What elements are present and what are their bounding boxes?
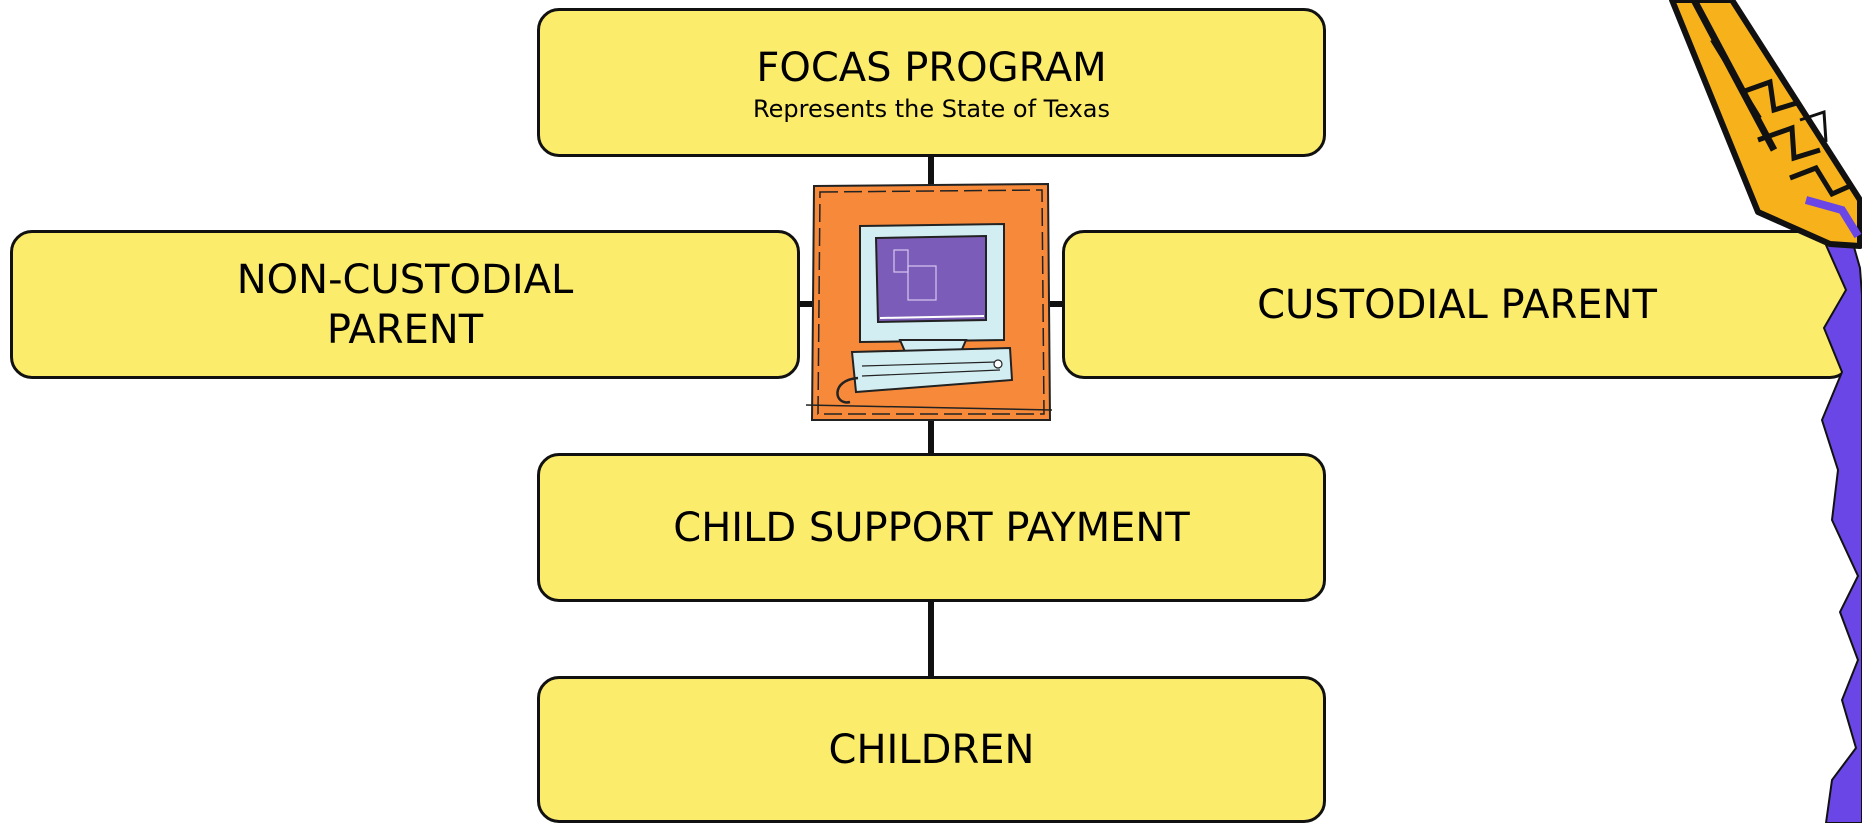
node-focas-program: FOCAS PROGRAM Represents the State of Te… (537, 8, 1326, 157)
computer-clipart-icon (805, 182, 1053, 421)
node-non-custodial-parent: NON-CUSTODIAL PARENT (10, 230, 800, 379)
node-focas-program-sublabel: Represents the State of Texas (753, 94, 1110, 123)
node-custodial-parent: CUSTODIAL PARENT (1062, 230, 1852, 379)
node-focas-program-label: FOCAS PROGRAM (756, 44, 1107, 91)
node-children-label: CHILDREN (828, 726, 1035, 773)
node-child-support-payment-label: CHILD SUPPORT PAYMENT (673, 504, 1190, 551)
node-children: CHILDREN (537, 676, 1326, 823)
node-non-custodial-parent-label: NON-CUSTODIAL PARENT (236, 256, 574, 353)
node-custodial-parent-label: CUSTODIAL PARENT (1257, 281, 1657, 328)
node-child-support-payment: CHILD SUPPORT PAYMENT (537, 453, 1326, 602)
connector-payment-to-children (928, 600, 934, 678)
pencil-clipart-icon (1669, 0, 1862, 823)
